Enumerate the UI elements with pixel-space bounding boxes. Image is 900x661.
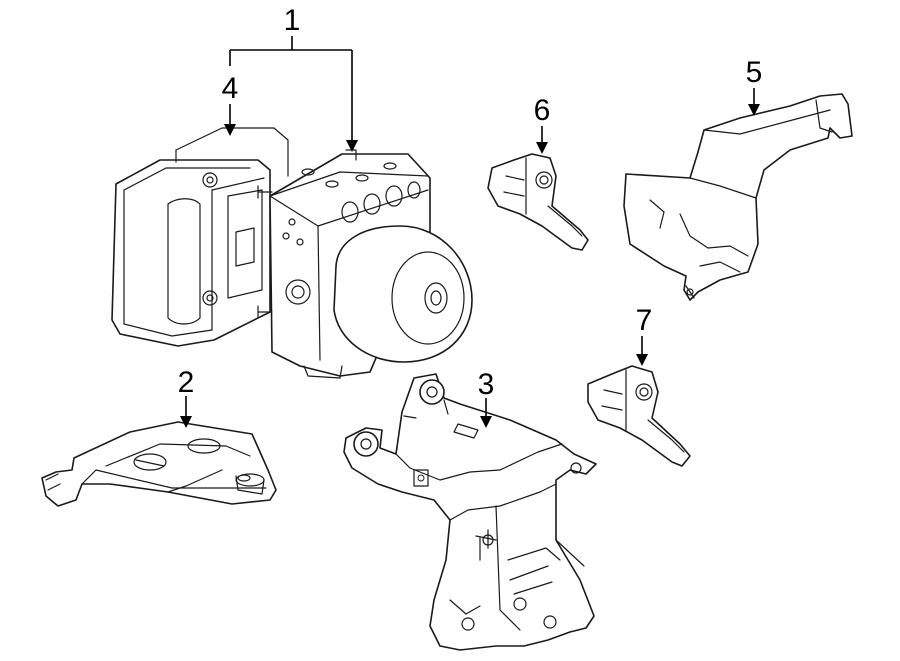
- callout-7: 7: [636, 304, 653, 337]
- part-4-control-module: [111, 127, 289, 347]
- part-6-sensor: [487, 153, 589, 251]
- callout-leaders: [180, 36, 760, 428]
- callout-1: 1: [284, 4, 301, 37]
- part-3-bracket: [343, 373, 597, 651]
- part-5-shield: [623, 93, 853, 301]
- callout-3: 3: [478, 368, 495, 401]
- callout-4: 4: [222, 72, 239, 105]
- part-7-sensor: [587, 365, 691, 467]
- part-2-mounting-plate: [41, 421, 277, 507]
- callout-5: 5: [746, 56, 763, 89]
- part-1-hydraulic-unit: [257, 149, 473, 379]
- callout-6: 6: [534, 94, 551, 127]
- callout-2: 2: [178, 366, 195, 399]
